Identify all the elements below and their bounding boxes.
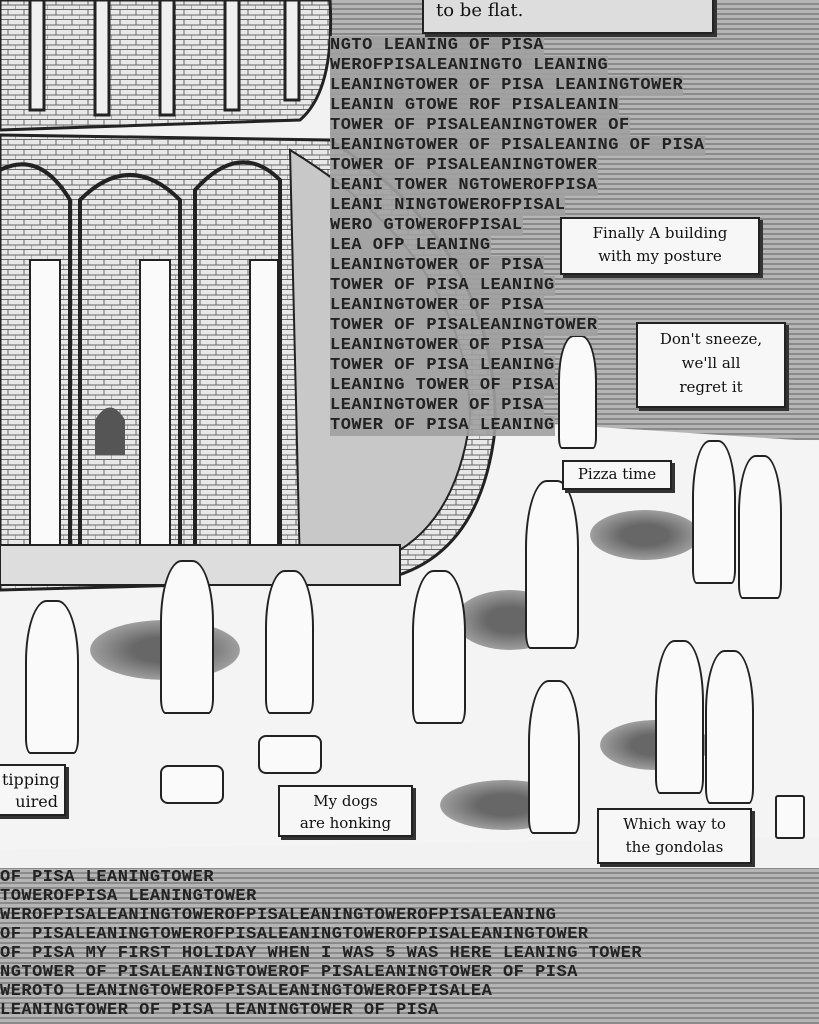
texture-line: LEANI NINGTOWEROFPISAL — [330, 196, 566, 216]
bubble-text: with my posture — [598, 247, 722, 265]
texture-line: TOWER OF PISALEANINGTOWER OF — [330, 116, 630, 136]
bubble-text: uired — [15, 792, 58, 811]
bubble-text: regret it — [679, 378, 743, 396]
texture-line: TOWER OF PISA LEANING — [330, 416, 555, 436]
texture-line: LEANIN GTOWE ROF PISALEANIN — [330, 96, 619, 116]
speech-bubble-posture: Finally A building with my posture — [560, 217, 760, 275]
texture-line: WERO GTOWEROFPISAL — [330, 216, 523, 236]
texture-line: TOWER OF PISALEANINGTOWER — [330, 316, 598, 336]
texture-line: WEROTO LEANINGTOWEROFPISALEANINGTOWEROFP… — [0, 982, 493, 1001]
leaning-tower — [0, 0, 497, 592]
bubble-text: My dogs — [313, 792, 378, 810]
texture-line: LEANINGTOWER OF PISALEANING OF PISA — [330, 136, 705, 156]
texture-line: NGTOWER OF PISALEANINGTOWEROF PISALEANIN… — [0, 963, 578, 982]
texture-line: LEANINGTOWER OF PISA — [330, 336, 545, 356]
bubble-text: Don't sneeze, — [659, 330, 763, 348]
bubble-text: tipping — [2, 770, 60, 789]
texture-line: TOWER OF PISALEANINGTOWER — [330, 156, 598, 176]
texture-line: WEROFPISALEANINGTO LEANING — [330, 56, 609, 76]
speech-bubble-pizza: Pizza time — [562, 460, 672, 490]
speech-bubble-dogs: My dogs are honking — [278, 785, 413, 837]
texture-line: LEANINGTOWER OF PISA — [330, 296, 545, 316]
bubble-text: are honking — [299, 814, 392, 832]
typed-ground-texture: OF PISA LEANINGTOWER TOWEROFPISA LEANING… — [0, 868, 819, 1024]
bubble-text: Which way to — [623, 815, 726, 833]
texture-line: LEANINGTOWER OF PISA LEANINGTOWER — [330, 76, 684, 96]
person-figure — [265, 570, 314, 714]
person-figure — [160, 560, 214, 714]
bubble-text: we'll all — [681, 354, 741, 372]
texture-line: LEANING TOWER OF PISA — [330, 376, 555, 396]
cup-figure — [775, 795, 805, 839]
speech-bubble-gondolas: Which way to the gondolas — [597, 808, 752, 864]
texture-line: OF PISA MY FIRST HOLIDAY WHEN I WAS 5 WA… — [0, 944, 643, 963]
speech-bubble-sneeze: Don't sneeze, we'll all regret it — [636, 322, 786, 408]
bubble-text: Pizza time — [577, 465, 657, 483]
texture-line: LEANINGTOWER OF PISA — [330, 256, 545, 276]
texture-line: OF PISALEANINGTOWEROFPISALEANINGTOWEROFP… — [0, 925, 589, 944]
dog-figure — [258, 735, 322, 774]
texture-line: TOWER OF PISA LEANING — [330, 276, 555, 296]
person-figure — [692, 440, 736, 584]
bubble-text: Finally A building — [592, 224, 728, 242]
person-figure — [525, 480, 579, 649]
speech-bubble-flat: to be flat. — [422, 0, 714, 34]
texture-line: LEA OFP LEANING — [330, 236, 491, 256]
bubble-text: to be flat. — [436, 0, 524, 21]
shadow — [590, 510, 700, 560]
bubble-text: the gondolas — [625, 838, 724, 856]
texture-line: LEANINGTOWER OF PISA LEANINGTOWER OF PIS… — [0, 1001, 439, 1020]
texture-line: LEANI TOWER NGTOWEROFPISA — [330, 176, 598, 196]
texture-line: TOWER OF PISA LEANING — [330, 356, 555, 376]
texture-line: LEANINGTOWER OF PISA — [330, 396, 545, 416]
person-figure — [705, 650, 754, 804]
texture-line: OF PISA LEANINGTOWER — [0, 868, 215, 887]
dog-figure — [160, 765, 224, 804]
person-figure — [528, 680, 580, 834]
texture-line: TOWEROFPISA LEANINGTOWER — [0, 887, 257, 906]
person-figure — [558, 335, 597, 449]
typed-sky-texture: NGTO LEANING OF PISA WEROFPISALEANINGTO … — [330, 36, 819, 440]
texture-line: NGTO LEANING OF PISA — [330, 36, 545, 56]
person-figure — [25, 600, 79, 754]
speech-bubble-tipping: tipping uired — [0, 764, 66, 816]
person-figure — [655, 640, 704, 794]
texture-line: WEROFPISALEANINGTOWEROFPISALEANINGTOWERO… — [0, 906, 557, 925]
person-figure — [412, 570, 466, 724]
tower-window — [95, 407, 125, 455]
person-figure — [738, 455, 782, 599]
